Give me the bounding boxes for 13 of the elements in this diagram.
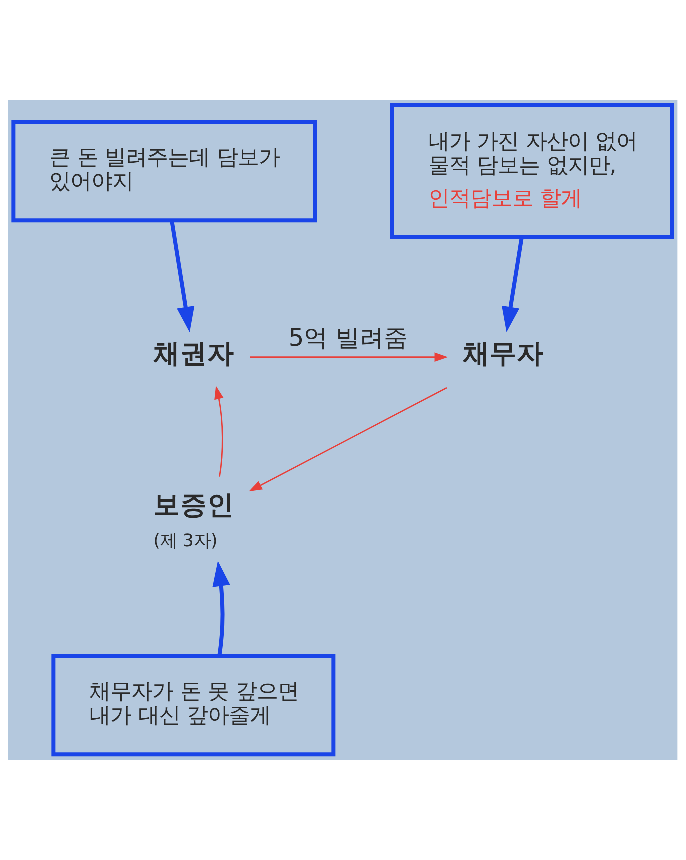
arrow	[212, 561, 230, 656]
edge-label: 5억 빌려줌	[288, 324, 408, 352]
node-text: 보증인 (제 3자)	[154, 490, 235, 552]
arrow	[250, 352, 448, 362]
node-box: 큰 돈 빌려주는데 담보가 있어야지	[12, 120, 317, 223]
node-box: 채무자가 돈 못 갚으면 내가 대신 갚아줄게	[52, 654, 336, 757]
arrow	[502, 238, 524, 332]
arrow	[249, 387, 448, 492]
node-text: 채무자	[463, 338, 544, 370]
node-text: 채권자	[154, 338, 235, 370]
arrow	[214, 386, 224, 477]
arrow	[170, 220, 195, 332]
node-box: 내가 가진 자산이 없어 물적 담보는 없지만, 인적담보로 할게	[390, 103, 674, 240]
